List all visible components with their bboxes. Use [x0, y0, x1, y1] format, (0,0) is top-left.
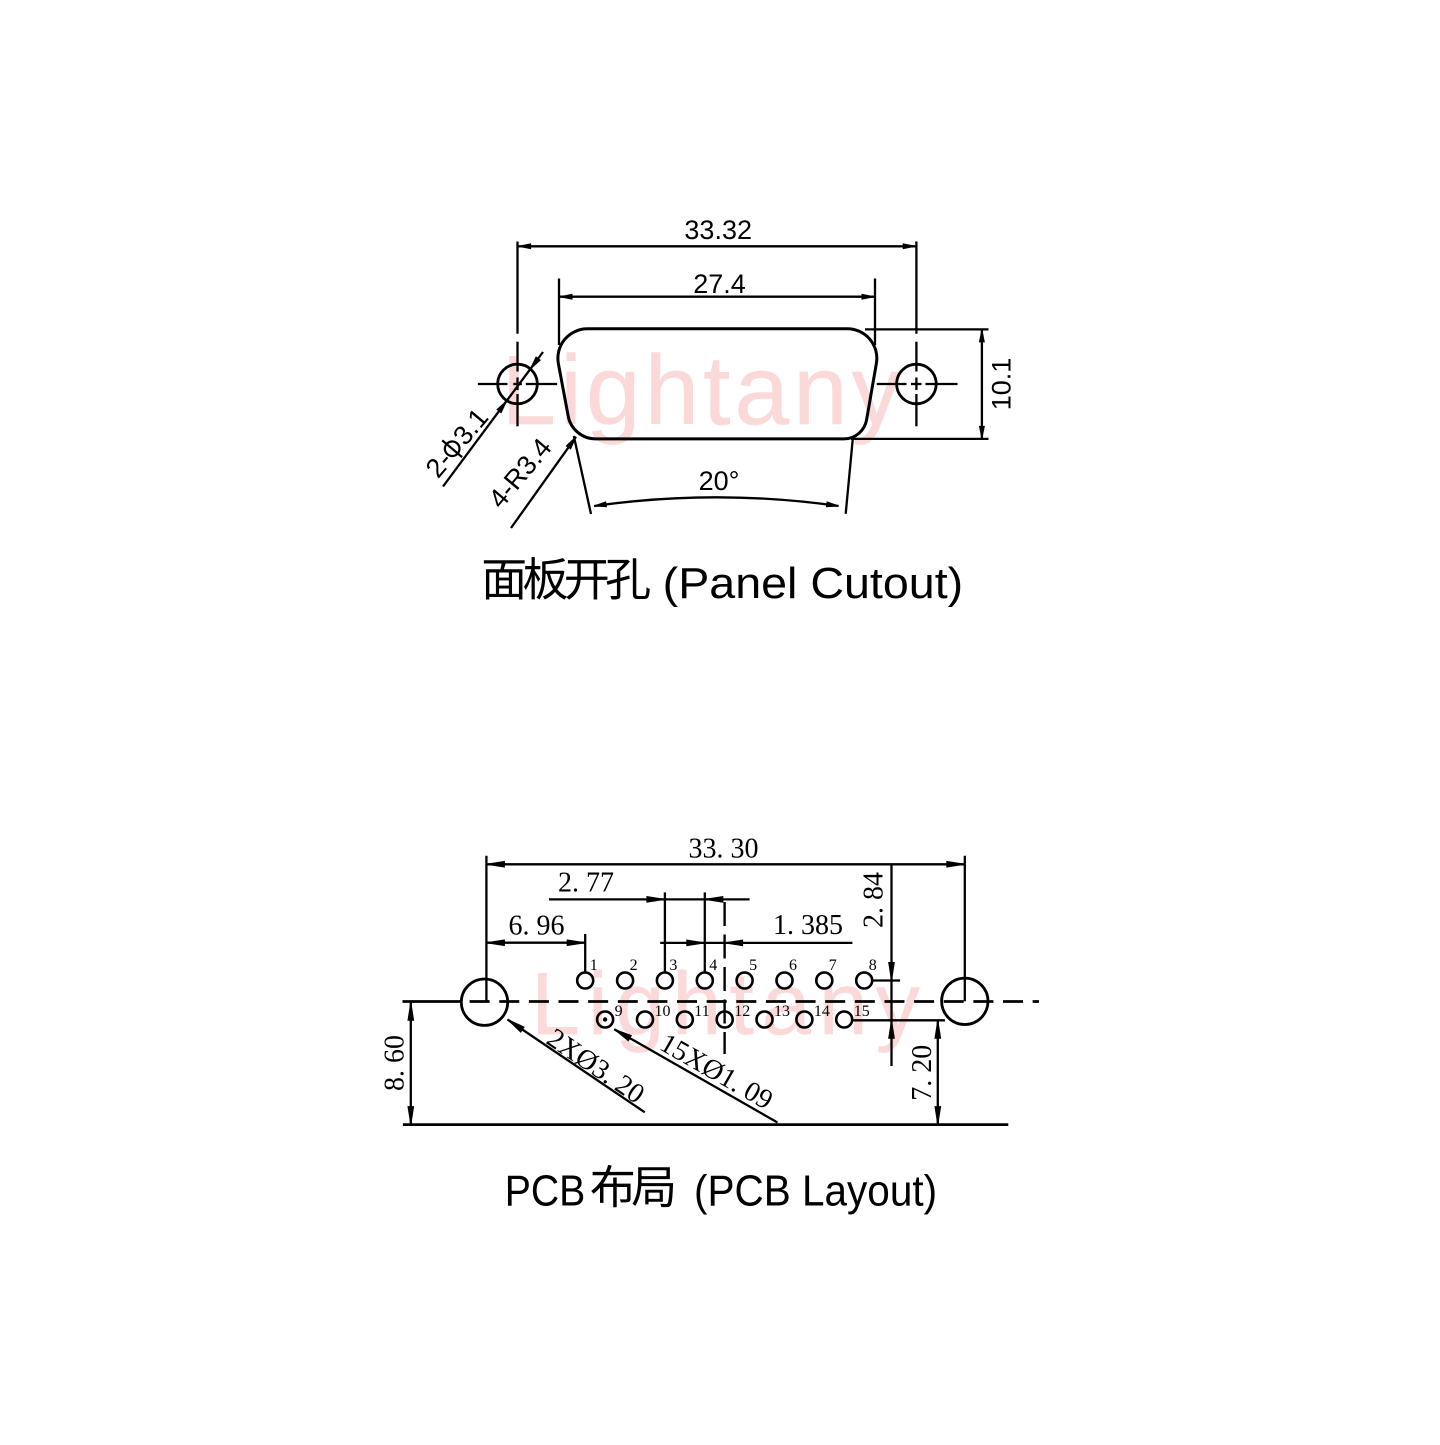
svg-text:9: 9	[615, 1003, 623, 1020]
svg-text:3: 3	[669, 957, 677, 974]
svg-text:15: 15	[854, 1003, 870, 1020]
svg-text:33.32: 33.32	[684, 215, 752, 245]
svg-text:7: 7	[829, 957, 837, 974]
svg-text:5: 5	[749, 957, 757, 974]
svg-text:PCB: PCB	[505, 1167, 586, 1216]
svg-text:2. 77: 2. 77	[558, 868, 614, 899]
svg-text:33. 30: 33. 30	[689, 834, 759, 865]
svg-text:Lightany: Lightany	[502, 335, 905, 445]
svg-text:1: 1	[590, 957, 598, 974]
svg-text:2: 2	[630, 957, 638, 974]
svg-text:(Panel Cutout): (Panel Cutout)	[663, 559, 964, 608]
svg-text:(PCB Layout): (PCB Layout)	[694, 1167, 937, 1216]
svg-text:6: 6	[789, 957, 797, 974]
svg-text:13: 13	[774, 1003, 790, 1020]
svg-text:2. 84: 2. 84	[859, 872, 890, 928]
svg-text:11: 11	[694, 1003, 709, 1020]
svg-text:6. 96: 6. 96	[509, 911, 565, 942]
svg-text:4: 4	[709, 957, 717, 974]
svg-text:14: 14	[814, 1003, 830, 1020]
svg-text:12: 12	[734, 1003, 750, 1020]
svg-text:1. 385: 1. 385	[773, 910, 843, 941]
svg-text:20°: 20°	[699, 466, 740, 496]
svg-text:10.1: 10.1	[987, 358, 1017, 411]
svg-text:7. 20: 7. 20	[907, 1045, 938, 1101]
svg-text:8. 60: 8. 60	[380, 1035, 411, 1091]
svg-text:10: 10	[655, 1003, 671, 1020]
svg-text:27.4: 27.4	[693, 269, 746, 299]
svg-text:8: 8	[869, 957, 877, 974]
